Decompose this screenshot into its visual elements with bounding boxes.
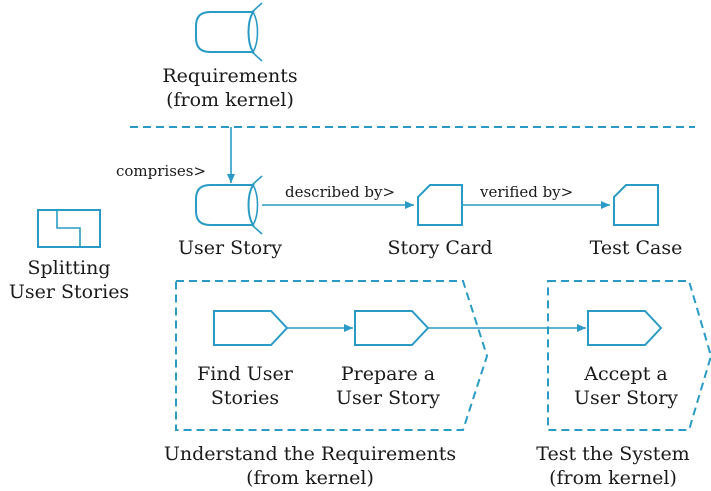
understand-requirements-name: Understand the Requirements xyxy=(163,443,457,465)
understand-requirements-activity-space xyxy=(175,280,489,431)
requirements-name: Requirements xyxy=(162,65,298,87)
understand-requirements-label: Understand the Requirements (from kernel… xyxy=(140,442,480,490)
pattern-icon xyxy=(37,209,101,248)
user-story-alpha-icon xyxy=(195,175,263,235)
find-user-stories-line2: Stories xyxy=(210,387,280,409)
test-case-label: Test Case xyxy=(589,237,683,259)
user-story-label: User Story xyxy=(177,237,283,259)
test-system-name: Test the System xyxy=(536,443,690,465)
find-user-stories-label: Find User Stories xyxy=(180,362,310,410)
prepare-user-story-line1: Prepare a xyxy=(340,363,436,385)
accept-user-story-label: Accept a User Story xyxy=(556,362,696,410)
pattern-name-line2: User Stories xyxy=(8,281,130,303)
test-system-source: (from kernel) xyxy=(549,467,677,489)
prepare-user-story-label: Prepare a User Story xyxy=(318,362,458,410)
verified-by-label: verified by> xyxy=(480,183,574,201)
test-system-activity-space xyxy=(547,280,711,431)
requirements-label: Requirements (from kernel) xyxy=(120,64,340,112)
find-user-stories-line1: Find User xyxy=(197,363,293,385)
test-system-label: Test the System (from kernel) xyxy=(520,442,706,490)
find-user-stories-activity-icon xyxy=(213,310,289,346)
prepare-user-story-line2: User Story xyxy=(335,387,441,409)
understand-requirements-source: (from kernel) xyxy=(246,467,374,489)
accept-user-story-line1: Accept a xyxy=(584,363,668,385)
described-by-label: described by> xyxy=(285,183,396,201)
pattern-label: Splitting User Stories xyxy=(4,256,134,304)
pattern-name-line1: Splitting xyxy=(27,257,111,279)
prepare-user-story-activity-icon xyxy=(354,310,430,346)
test-case-work-product-icon xyxy=(613,184,659,226)
accept-user-story-line2: User Story xyxy=(573,387,679,409)
story-card-label: Story Card xyxy=(387,237,493,259)
requirements-source: (from kernel) xyxy=(166,89,294,111)
comprises-label: comprises> xyxy=(116,162,207,180)
story-card-work-product-icon xyxy=(417,184,463,226)
accept-user-story-activity-icon xyxy=(587,310,663,346)
requirements-alpha-icon xyxy=(195,2,263,62)
